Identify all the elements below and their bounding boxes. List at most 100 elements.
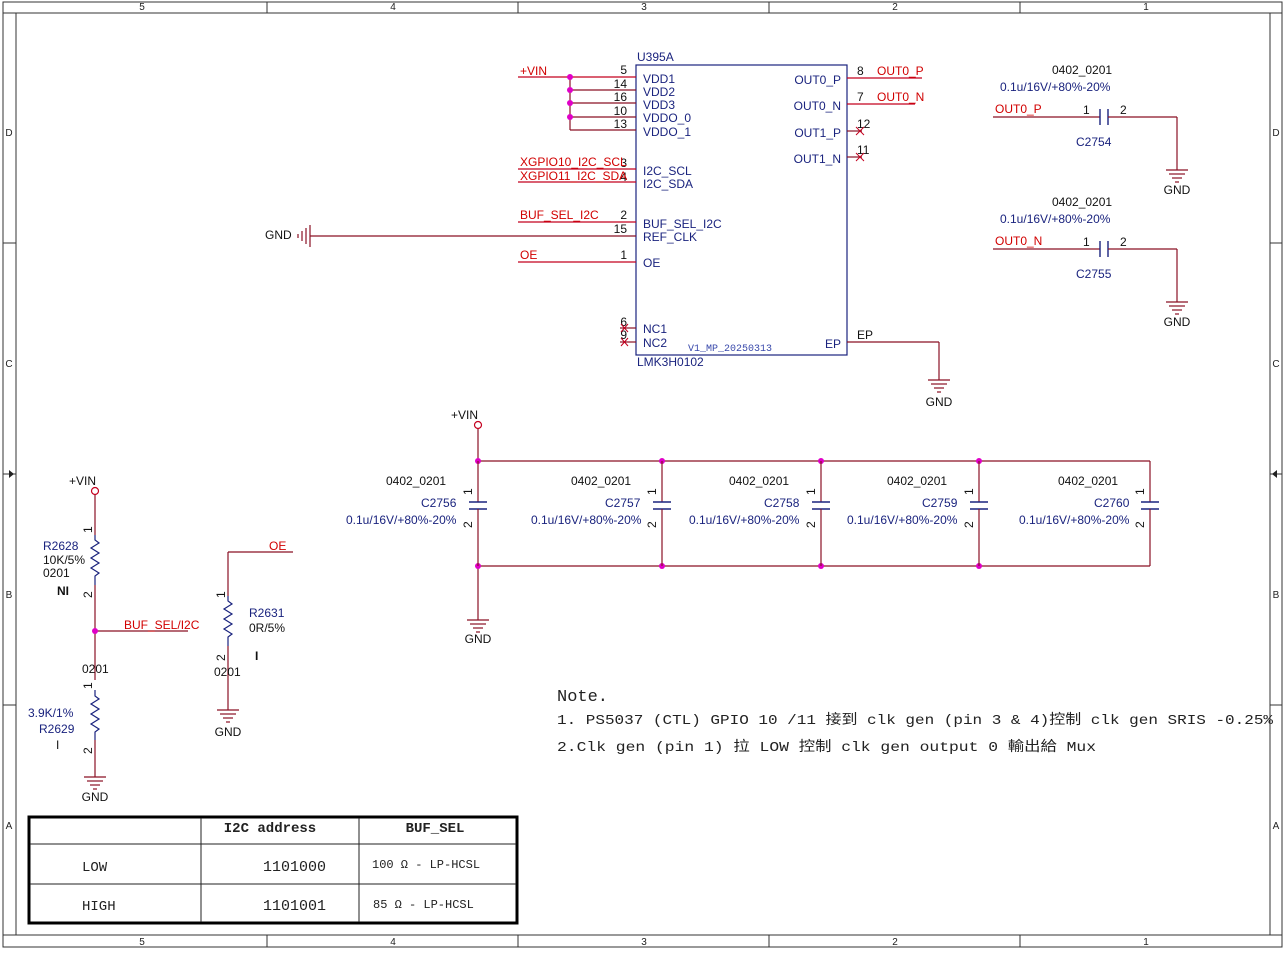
res-pin-number: 2 <box>214 654 228 661</box>
gnd-symbol <box>467 619 489 633</box>
capacitor-c2756[interactable]: 1 2 0402_0201 C2756 0.1u/16V/+80%-20% <box>346 461 487 566</box>
power-net-vin: +VIN <box>69 474 96 488</box>
cap-refdes: C2757 <box>605 496 641 510</box>
cap-refdes: C2760 <box>1094 496 1130 510</box>
net-label-vin: +VIN <box>520 64 547 78</box>
junction-dot <box>567 114 573 120</box>
capacitor-c2757[interactable]: 1 2 0402_0201 C2757 0.1u/16V/+80%-20% <box>531 461 671 566</box>
cap-package: 0402_0201 <box>729 474 789 488</box>
config-table: I2C address BUF_SEL LOW 1101000 100 Ω - … <box>27 815 519 925</box>
cap-pin-number: 1 <box>1083 103 1090 117</box>
cap-pin-number: 1 <box>1133 488 1147 495</box>
junction-dot <box>567 100 573 106</box>
ic-version: V1_MP_20250313 <box>688 344 772 355</box>
pin-name: OE <box>643 256 660 270</box>
res-value: 3.9K/1% <box>28 706 74 720</box>
cap-pin-number: 2 <box>962 521 976 528</box>
no-connect-marker <box>855 126 865 162</box>
ic-part-number: LMK3H0102 <box>637 355 704 369</box>
capacitor-c2758[interactable]: 1 2 0402_0201 C2758 0.1u/16V/+80%-20% <box>689 461 830 566</box>
gnd-symbol <box>84 776 106 790</box>
buf-sel-divider: +VIN BUF_SEL/I2C GND <box>69 474 200 804</box>
resistor-r2629[interactable]: 1 2 0201 3.9K/1% R2629 I <box>28 662 109 754</box>
gnd-symbol <box>297 225 311 247</box>
res-refdes: R2629 <box>39 722 75 736</box>
gnd-label: GND <box>1164 315 1191 329</box>
notes-title: Note. <box>557 688 608 707</box>
gnd-symbol <box>1166 169 1188 183</box>
pin-number: 8 <box>857 64 864 78</box>
pin-name: OUT1_N <box>794 152 841 166</box>
frame-col-label: 3 <box>641 937 647 948</box>
output-wiring: OUT0_P OUT0_N EP GND <box>847 64 953 409</box>
frame-row-label: A <box>6 821 13 832</box>
cap-pin-number: 2 <box>804 521 818 528</box>
pin-number: 10 <box>614 104 628 118</box>
cap-refdes: C2755 <box>1076 267 1112 281</box>
net-label-oe: OE <box>520 248 537 262</box>
gnd-label: GND <box>926 395 953 409</box>
frame-row-label: D <box>1272 128 1279 139</box>
res-fit-mark: I <box>56 738 59 752</box>
pin-name: I2C_SDA <box>643 177 693 191</box>
pin-number: 9 <box>620 328 627 342</box>
pin-name: BUF_SEL_I2C <box>643 217 722 231</box>
pin-name: VDD1 <box>643 72 675 86</box>
capacitor-c2760[interactable]: 1 2 0402_0201 C2760 0.1u/16V/+80%-20% <box>1019 461 1159 566</box>
junction-dot <box>92 628 98 634</box>
capacitor-c2754[interactable]: 0402_0201 0.1u/16V/+80%-20% 1 2 OUT0_P C… <box>993 63 1191 197</box>
ic-u395a[interactable]: U395A LMK3H0102 V1_MP_20250313 VDD1 VDD2… <box>614 50 871 369</box>
cap-refdes: C2756 <box>421 496 457 510</box>
cap-pin-number: 2 <box>1133 521 1147 528</box>
res-package: 0201 <box>214 665 241 679</box>
pin-name: EP <box>825 337 841 351</box>
net-label-buf-sel-i2c: BUF_SEL/I2C <box>124 618 200 632</box>
net-label-out0-p: OUT0_P <box>877 64 924 78</box>
res-refdes: R2628 <box>43 539 79 553</box>
cap-pin-number: 1 <box>962 488 976 495</box>
net-label-scl: XGPIO10_I2C_SCL <box>520 155 627 169</box>
cap-pin-number: 2 <box>1120 235 1127 249</box>
i2c-wiring: XGPIO10_I2C_SCL XGPIO11_I2C_SDA BUF_SEL_… <box>265 155 636 347</box>
cap-package: 0402_0201 <box>887 474 947 488</box>
cap-value: 0.1u/16V/+80%-20% <box>531 513 642 527</box>
frame-row-label: A <box>1273 821 1280 832</box>
res-value: 10K/5% <box>43 553 85 567</box>
frame-col-label: 4 <box>390 937 396 948</box>
net-label-ep: EP <box>857 328 873 342</box>
table-cell: 100 Ω - LP-HCSL <box>372 858 480 872</box>
gnd-symbol <box>928 379 950 393</box>
frame-row-label: B <box>1273 590 1280 601</box>
cap-pin-number: 1 <box>645 488 659 495</box>
cap-value: 0.1u/16V/+80%-20% <box>847 513 958 527</box>
res-value: 0R/5% <box>249 621 285 635</box>
cap-package: 0402_0201 <box>571 474 631 488</box>
res-pin-number: 2 <box>81 591 95 598</box>
res-pin-number: 1 <box>81 682 95 689</box>
pin-name: OUT0_N <box>794 99 841 113</box>
table-header: BUF_SEL <box>406 821 465 837</box>
capacitor-c2759[interactable]: 1 2 0402_0201 C2759 0.1u/16V/+80%-20% <box>847 461 988 566</box>
pin-number: 13 <box>614 117 628 131</box>
cap-refdes: C2754 <box>1076 135 1112 149</box>
frame-col-label: 5 <box>139 2 145 13</box>
pin-name: NC2 <box>643 336 667 350</box>
cap-package: 0402_0201 <box>1052 195 1112 209</box>
pin-name: OUT0_P <box>794 73 841 87</box>
pin-number: 12 <box>857 117 871 131</box>
cap-value: 0.1u/16V/+80%-20% <box>1000 212 1111 226</box>
cap-value: 0.1u/16V/+80%-20% <box>346 513 457 527</box>
cap-value: 0.1u/16V/+80%-20% <box>1019 513 1130 527</box>
pin-name: VDD2 <box>643 85 675 99</box>
frame-col-label: 5 <box>139 937 145 948</box>
resistor-r2628[interactable]: 1 2 R2628 10K/5% 0201 NI <box>43 526 101 598</box>
junction-dot <box>567 87 573 93</box>
gnd-label: GND <box>465 632 492 646</box>
no-connect-marker <box>620 323 629 347</box>
resistor-r2631[interactable]: 1 2 R2631 0R/5% I 0201 <box>214 591 285 679</box>
capacitor-c2755[interactable]: 0402_0201 0.1u/16V/+80%-20% 1 2 OUT0_N C… <box>993 195 1191 329</box>
res-refdes: R2631 <box>249 606 285 620</box>
frame-row-label: D <box>5 128 12 139</box>
cap-pin-number: 1 <box>804 488 818 495</box>
